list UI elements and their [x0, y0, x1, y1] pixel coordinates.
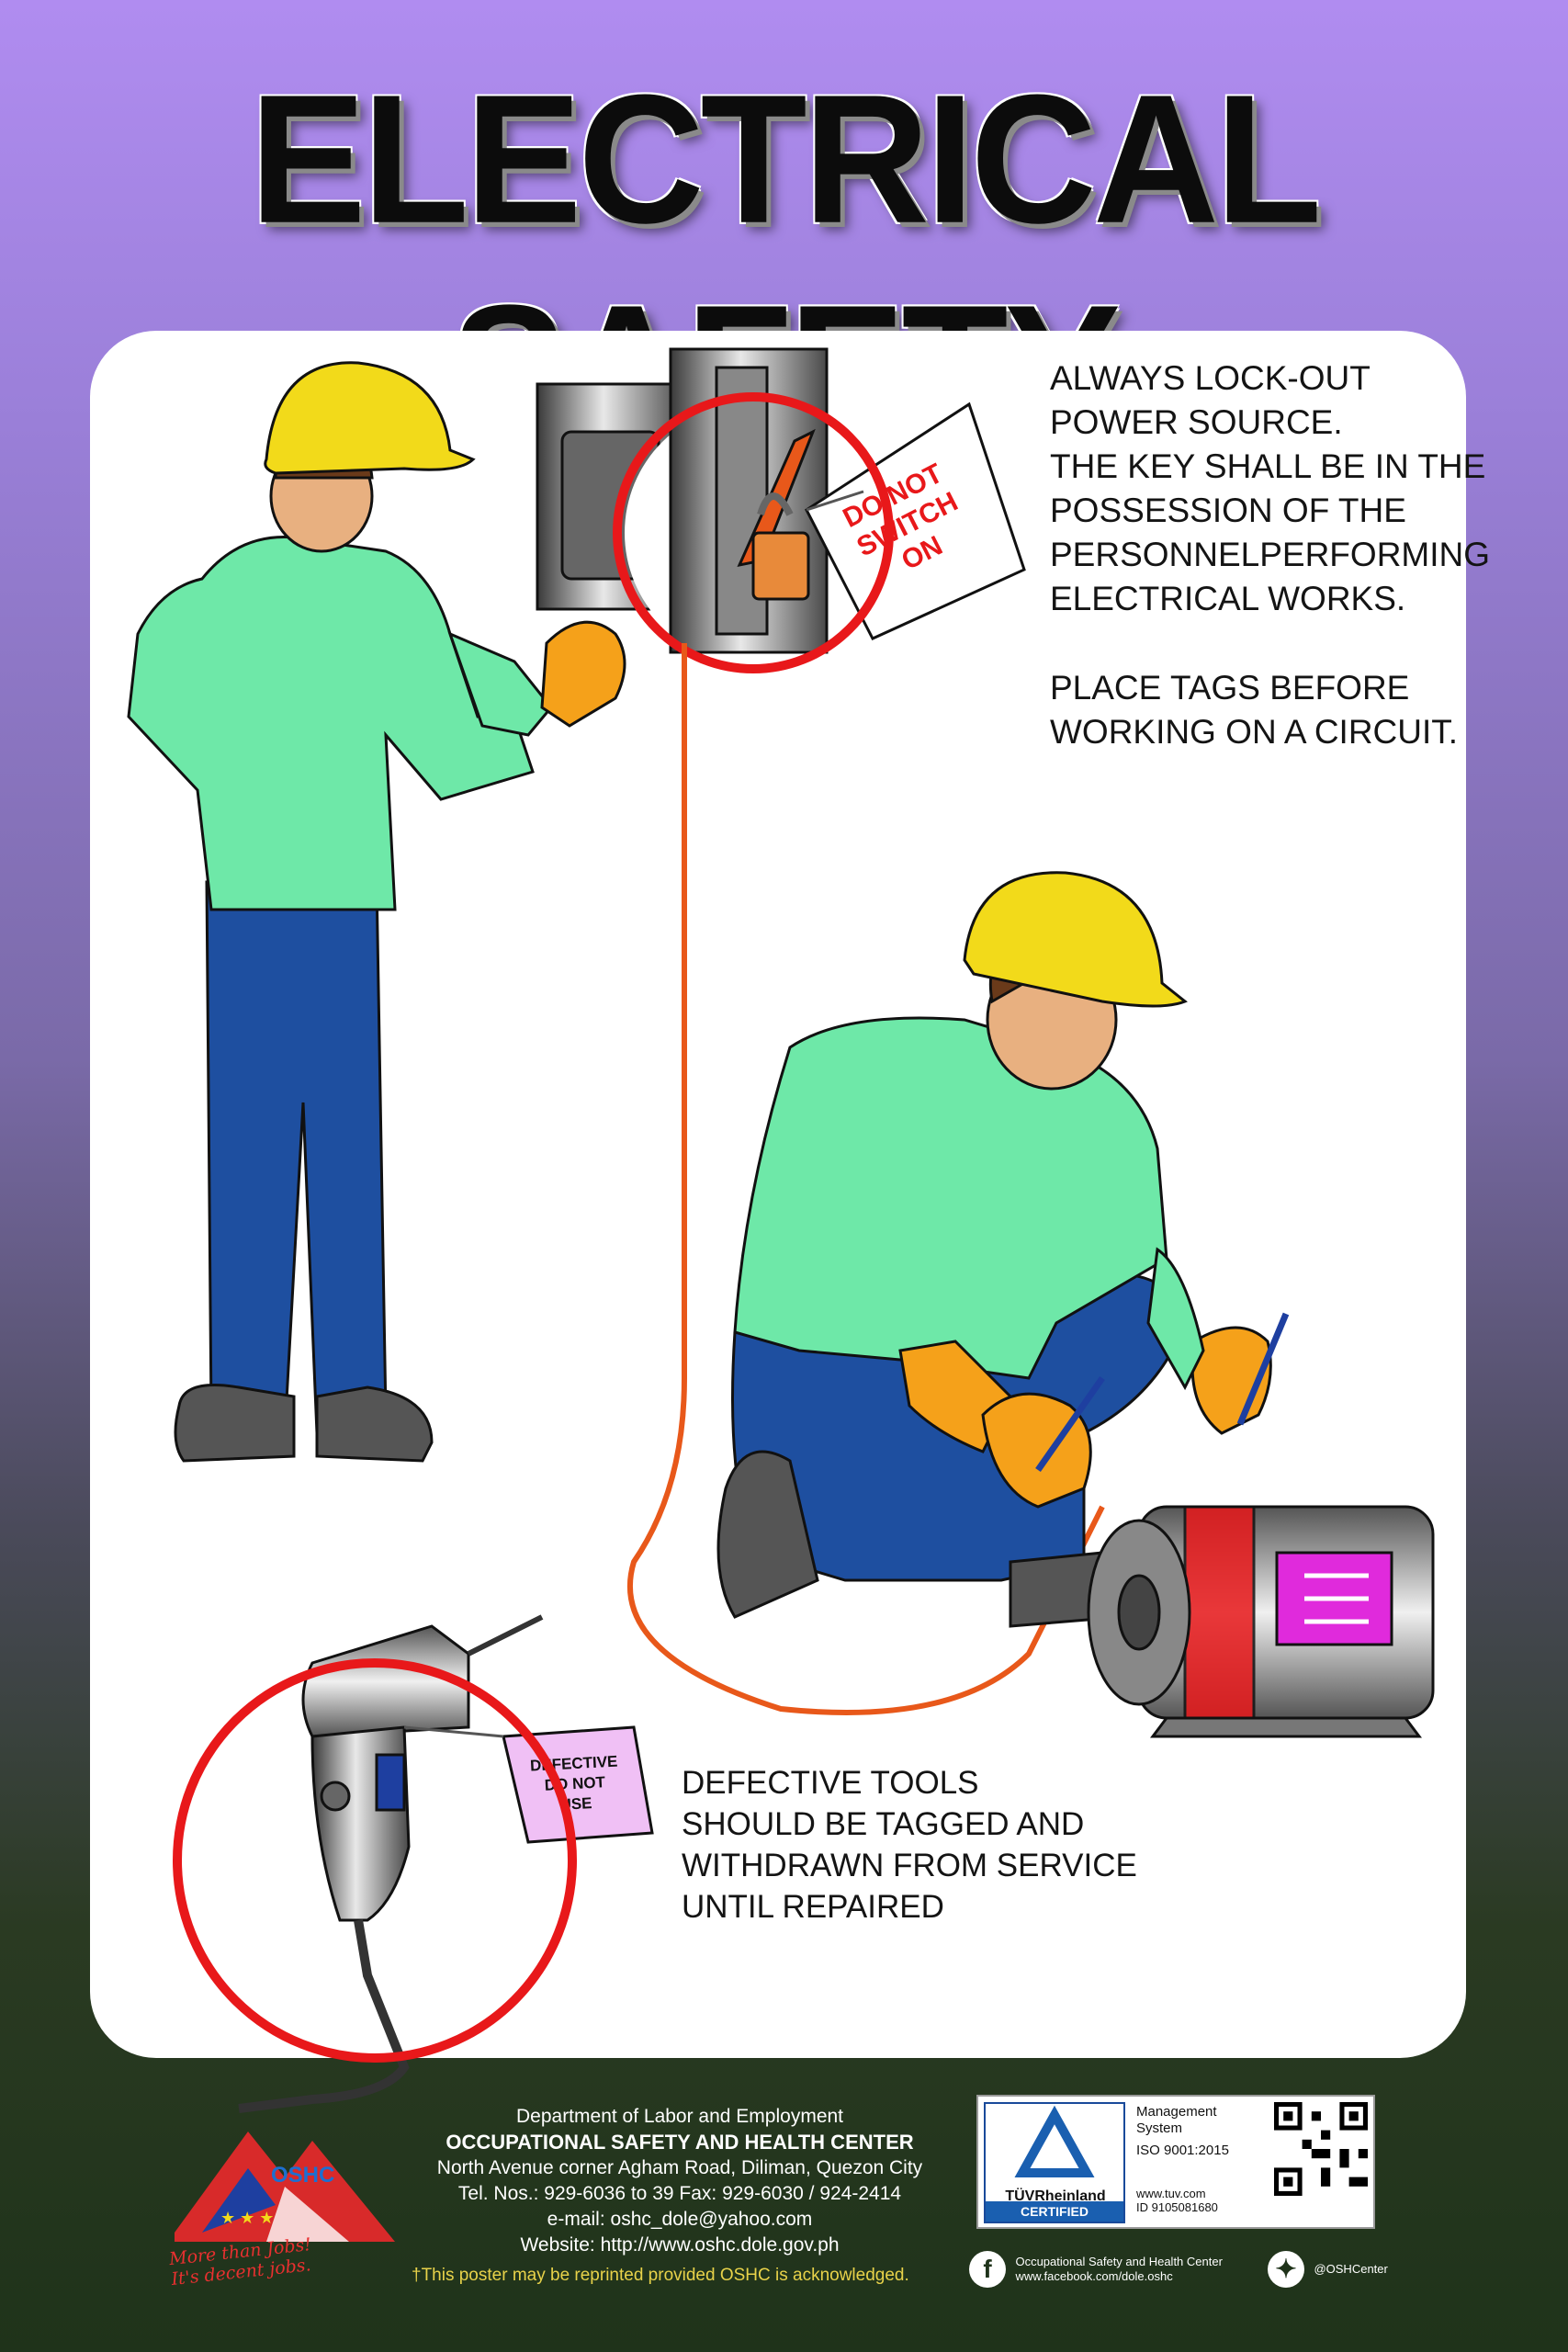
defective-line: DEFECTIVE TOOLS	[682, 1765, 979, 1801]
lockout-line: ELECTRICAL WORKS.	[1050, 580, 1406, 617]
electric-motor	[1087, 1505, 1435, 1738]
qr-code-icon	[1274, 2102, 1368, 2196]
management-line: System	[1136, 2120, 1183, 2136]
facebook-url: www.facebook.com/dole.oshc	[1015, 2269, 1173, 2283]
iso-standard: ISO 9001:2015	[1136, 2143, 1229, 2158]
lockout-line: PERSONNELPERFORMING	[1050, 536, 1491, 573]
management-system-label: Management System	[1136, 2104, 1217, 2137]
tuv-logo: TÜVRheinland CERTIFIED	[984, 2102, 1125, 2223]
kneeling-worker	[716, 871, 1290, 1628]
facebook-icon: f	[969, 2251, 1006, 2288]
twitter-handle: @OSHCenter	[1314, 2262, 1388, 2276]
defective-drill: DEFECTIVE DO NOT USE	[173, 1614, 654, 2113]
address: North Avenue corner Agham Road, Diliman,…	[436, 2157, 923, 2178]
department-name: Department of Labor and Employment	[515, 2106, 844, 2127]
standing-worker	[127, 361, 626, 1463]
certificate-url: www.tuv.com	[1136, 2187, 1206, 2200]
facebook-name: Occupational Safety and Health Center	[1015, 2255, 1223, 2268]
contact-info: Department of Labor and Employment OCCUP…	[404, 2104, 955, 2258]
svg-text:★ ★ ★: ★ ★ ★	[220, 2209, 274, 2227]
logo-text: OSHC	[271, 2163, 334, 2188]
iso-certificate-badge: TÜVRheinland CERTIFIED Management System…	[976, 2095, 1375, 2229]
email: e-mail: oshc_dole@yahoo.com	[547, 2209, 813, 2230]
defective-tools-instruction: DEFECTIVE TOOLS SHOULD BE TAGGED AND WIT…	[682, 1762, 1141, 1928]
lockout-line: THE KEY SHALL BE IN THE	[1050, 447, 1486, 485]
facebook-link[interactable]: f Occupational Safety and Health Center …	[969, 2251, 1223, 2288]
tuv-triangle-icon	[1014, 2105, 1095, 2177]
lockout-line: POWER SOURCE.	[1050, 403, 1343, 441]
certificate-id: ID 9105081680	[1136, 2200, 1218, 2214]
extension-cord	[626, 643, 1105, 1715]
lockout-closeup: DO NOT SWITCH ON	[613, 347, 1026, 673]
certificate-details: www.tuv.com ID 9105081680	[1136, 2187, 1218, 2214]
lockout-line: POSSESSION OF THE	[1050, 492, 1406, 529]
tags-line: WORKING ON A CIRCUIT.	[1050, 713, 1459, 751]
website: Website: http://www.oshc.dole.gov.ph	[520, 2234, 840, 2256]
tuv-certified-label: CERTIFIED	[986, 2201, 1123, 2222]
facebook-text: Occupational Safety and Health Center ww…	[1015, 2255, 1222, 2284]
tuv-brand: TÜVRheinland	[1005, 2188, 1106, 2204]
tags-line: PLACE TAGS BEFORE	[1050, 669, 1410, 707]
defective-line: SHOULD BE TAGGED AND	[682, 1806, 1085, 1842]
twitter-icon: ✦	[1268, 2251, 1304, 2288]
lockout-instruction: ALWAYS LOCK-OUT POWER SOURCE. THE KEY SH…	[1050, 356, 1491, 621]
defective-line: WITHDRAWN FROM SERVICE	[682, 1848, 1137, 1883]
lockout-line: ALWAYS LOCK-OUT	[1050, 359, 1371, 397]
twitter-link[interactable]: ✦ @OSHCenter	[1268, 2251, 1388, 2288]
center-name: OCCUPATIONAL SAFETY AND HEALTH CENTER	[446, 2131, 914, 2154]
oshc-logo: OSHC ★ ★ ★	[175, 2132, 395, 2242]
reprint-notice: †This poster may be reprinted provided O…	[412, 2266, 909, 2285]
tags-instruction: PLACE TAGS BEFORE WORKING ON A CIRCUIT.	[1050, 666, 1463, 754]
management-line: Management	[1136, 2104, 1217, 2120]
defective-line: UNTIL REPAIRED	[682, 1889, 944, 1925]
phone-numbers: Tel. Nos.: 929-6036 to 39 Fax: 929-6030 …	[457, 2183, 902, 2204]
